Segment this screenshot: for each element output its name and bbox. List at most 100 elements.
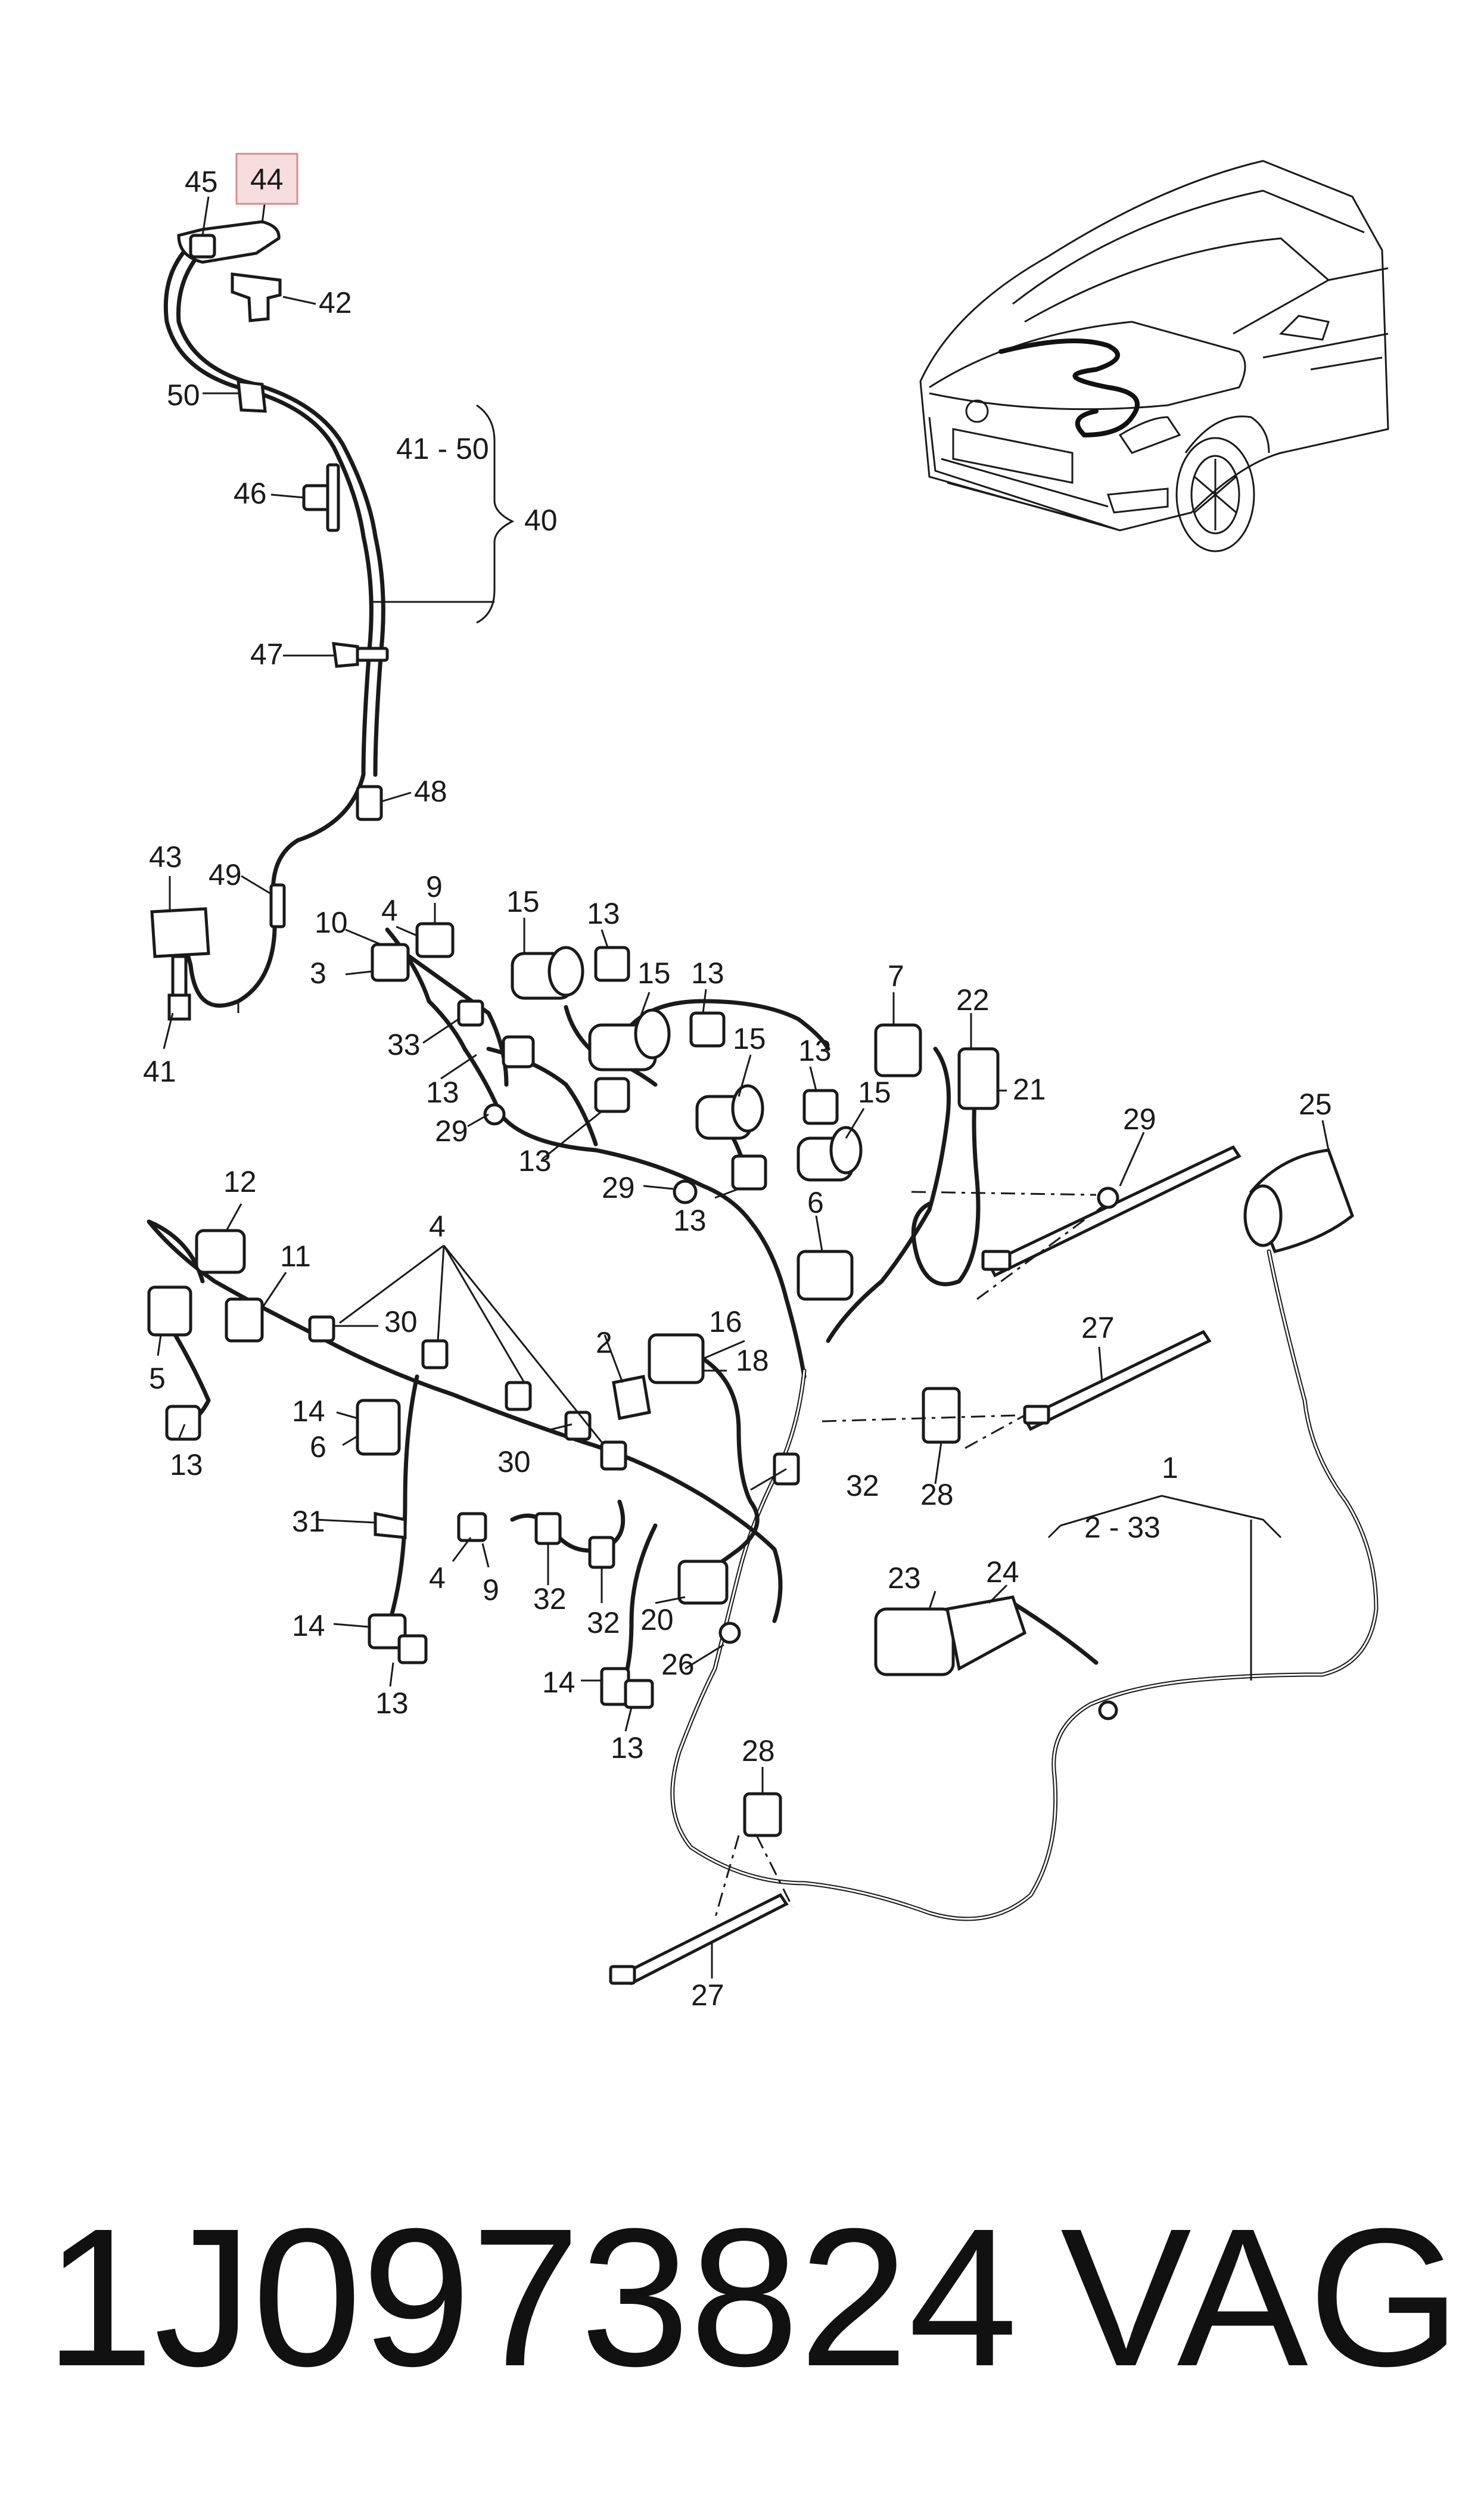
callout-29-b: 29 bbox=[602, 1171, 635, 1204]
clip-28-a bbox=[743, 1792, 782, 1837]
harness-location-marker bbox=[998, 338, 1140, 438]
clip-48 bbox=[356, 785, 383, 821]
callout-24: 24 bbox=[986, 1555, 1019, 1589]
main-harness-1 bbox=[670, 1148, 1379, 1921]
right-branch bbox=[797, 1023, 1000, 1343]
callout-22: 22 bbox=[956, 983, 990, 1017]
clip-33 bbox=[457, 999, 484, 1027]
callout-20: 20 bbox=[640, 1603, 674, 1636]
callout-5: 5 bbox=[149, 1362, 166, 1395]
cap-2 bbox=[612, 1375, 651, 1420]
callout-31: 31 bbox=[292, 1505, 325, 1538]
callout-4-a: 4 bbox=[381, 894, 398, 927]
callout-13-a: 13 bbox=[587, 897, 620, 930]
callout-28-a: 28 bbox=[920, 1478, 954, 1511]
connector-13-i bbox=[624, 1679, 654, 1709]
connector-13-c bbox=[689, 1011, 726, 1048]
left-harness-branch bbox=[147, 1219, 800, 1709]
connector-3 bbox=[371, 943, 410, 982]
callout-14-b: 14 bbox=[292, 1609, 325, 1642]
callout-2-33: 2 - 33 bbox=[1084, 1511, 1161, 1544]
callout-2-a: 2 bbox=[596, 1326, 612, 1359]
connector-9 bbox=[415, 922, 455, 958]
connector-11 bbox=[225, 1297, 264, 1343]
callout-30-a: 30 bbox=[384, 1305, 418, 1338]
callout-33: 33 bbox=[387, 1028, 421, 1061]
callout-21: 21 bbox=[1013, 1073, 1046, 1106]
sub-harness-40 bbox=[150, 220, 389, 1021]
connector-21-22 bbox=[957, 1047, 1000, 1110]
callout-29-a: 29 bbox=[435, 1114, 468, 1148]
connector-13-d bbox=[594, 1077, 630, 1113]
callout-30-b: 30 bbox=[497, 1445, 531, 1479]
connector-6-b bbox=[356, 1399, 401, 1456]
callout-27-a: 27 bbox=[1081, 1311, 1115, 1344]
connector-24 bbox=[945, 1595, 1027, 1671]
connector-5 bbox=[147, 1285, 192, 1337]
callout-32-b: 32 bbox=[533, 1582, 567, 1616]
connector-13-f bbox=[731, 1154, 767, 1191]
callout-46: 46 bbox=[234, 477, 267, 510]
callout-28-b: 28 bbox=[742, 1734, 775, 1768]
clip-28-b bbox=[922, 1387, 961, 1444]
callout-48: 48 bbox=[414, 775, 447, 808]
callout-4-c: 4 bbox=[429, 1561, 446, 1595]
connector-13-h bbox=[397, 1634, 428, 1664]
cable-tie-29 bbox=[987, 1145, 1242, 1278]
callout-13-e: 13 bbox=[518, 1144, 552, 1178]
highlight-box-44 bbox=[235, 153, 298, 205]
bracket-42 bbox=[231, 272, 282, 322]
clip-32-a bbox=[534, 1512, 562, 1545]
callout-29-c: 29 bbox=[1123, 1102, 1156, 1136]
callout-41: 41 bbox=[143, 1055, 176, 1088]
callout-9-a: 9 bbox=[426, 870, 443, 903]
leader-lines bbox=[157, 196, 1330, 1978]
callout-49: 49 bbox=[209, 858, 242, 892]
callout-13-h: 13 bbox=[375, 1686, 409, 1720]
connector-12 bbox=[195, 1229, 246, 1274]
callout-18: 18 bbox=[736, 1344, 769, 1377]
callout-15-c: 15 bbox=[733, 1022, 766, 1055]
callout-15-d: 15 bbox=[858, 1076, 891, 1109]
callout-16: 16 bbox=[709, 1305, 742, 1338]
brand-name: VAG bbox=[1060, 2187, 1461, 2407]
clip-50 bbox=[237, 380, 267, 413]
callout-26: 26 bbox=[661, 1648, 695, 1681]
callout-4-b: 4 bbox=[429, 1210, 446, 1243]
callout-23: 23 bbox=[888, 1561, 921, 1595]
clip-29-b bbox=[673, 1179, 698, 1204]
connector-16 bbox=[648, 1333, 705, 1384]
callout-15-b: 15 bbox=[637, 956, 671, 990]
callout-44: 44 bbox=[250, 163, 284, 196]
callout-43: 43 bbox=[149, 840, 182, 874]
callout-3: 3 bbox=[310, 956, 326, 990]
callout-14-c: 14 bbox=[542, 1666, 575, 1699]
callout-32-a: 32 bbox=[846, 1469, 879, 1502]
callout-40: 40 bbox=[524, 504, 558, 537]
clip-47 bbox=[332, 642, 359, 668]
cable-tie-27-b bbox=[623, 1893, 789, 1986]
clip-49 bbox=[269, 883, 286, 928]
callout-6-b: 6 bbox=[310, 1430, 326, 1464]
connector-14-b bbox=[368, 1613, 407, 1650]
group-bracket-1 bbox=[1047, 1495, 1282, 1681]
callout-27-b: 27 bbox=[691, 1978, 724, 2012]
callout-47: 47 bbox=[250, 638, 284, 671]
callout-13-c: 13 bbox=[426, 1076, 459, 1109]
callout-7: 7 bbox=[888, 959, 904, 993]
callout-14-a: 14 bbox=[292, 1394, 325, 1428]
callout-15-a: 15 bbox=[506, 885, 540, 918]
callout-1: 1 bbox=[1162, 1451, 1178, 1484]
connector-23 bbox=[874, 1607, 955, 1676]
cable-ties bbox=[609, 1145, 1242, 1986]
part-number: 1J0973824 bbox=[45, 2187, 1018, 2407]
vehicle-location-illustration bbox=[919, 160, 1389, 552]
clip-29-a bbox=[483, 1103, 506, 1126]
callout-6-a: 6 bbox=[807, 1186, 824, 1219]
callout-13-i: 13 bbox=[611, 1731, 644, 1765]
connector-13-b bbox=[594, 946, 630, 982]
cable-tie-27-a bbox=[1022, 1330, 1212, 1431]
connector-7 bbox=[874, 1023, 922, 1077]
callout-9-b: 9 bbox=[483, 1573, 499, 1607]
